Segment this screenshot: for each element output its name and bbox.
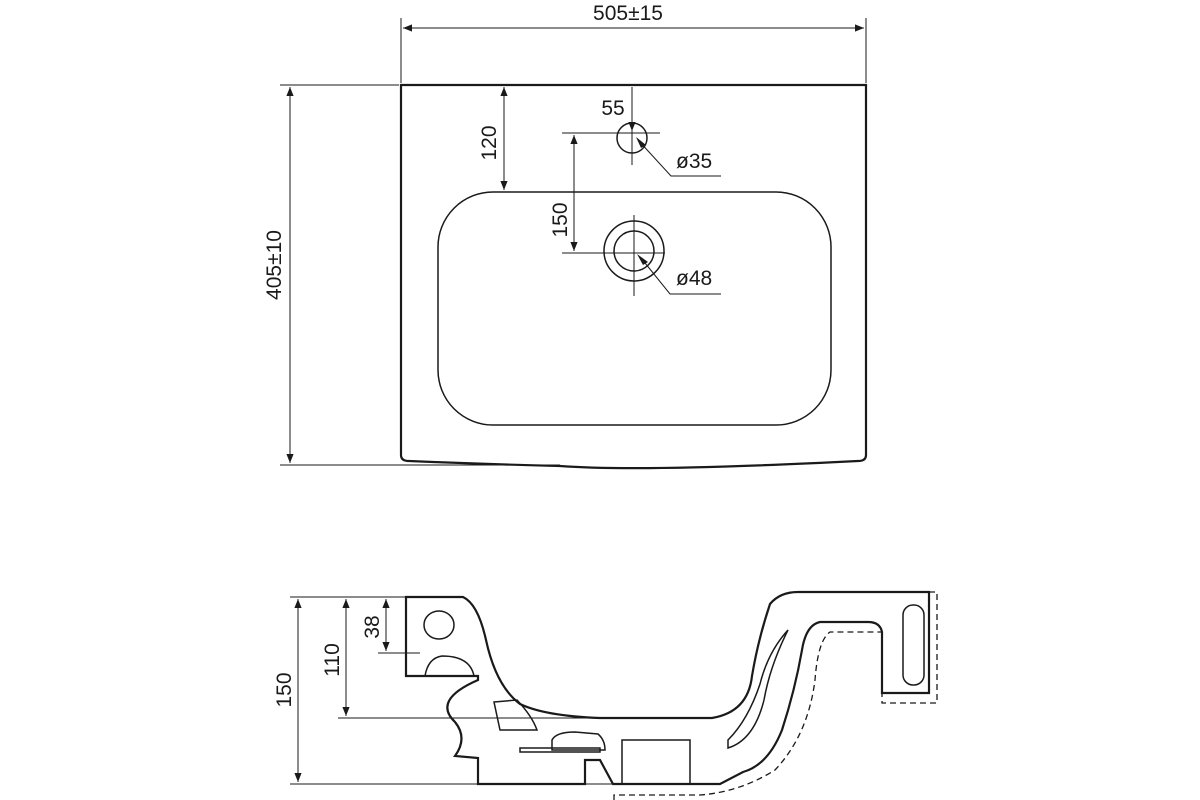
drain-body: [621, 739, 691, 785]
overflow-hole: [423, 610, 455, 640]
faucet-offset-label: 55: [601, 97, 624, 120]
sink-outline: [399, 83, 868, 470]
drain-offset-label: 150: [549, 202, 572, 237]
bowl-offset-label: 120: [478, 125, 501, 160]
section-view: 150 110 38: [273, 590, 938, 800]
overflow-slot: [902, 604, 925, 686]
faucet-diameter-label: ø35: [676, 150, 712, 173]
section-body: [404, 590, 931, 786]
top-view: 505±15 405±10 120 55 ø35 150 ø48: [263, 2, 868, 470]
width-label: 505±15: [593, 2, 663, 25]
depth-label: 405±10: [263, 230, 286, 300]
bowl-depth-label: 110: [321, 643, 344, 676]
dashed-profile: [613, 631, 882, 800]
bowl-outline: [437, 191, 832, 426]
rim-height-label: 38: [361, 615, 384, 638]
section-height-label: 150: [273, 672, 296, 707]
drain-diameter-label: ø48: [676, 267, 712, 290]
